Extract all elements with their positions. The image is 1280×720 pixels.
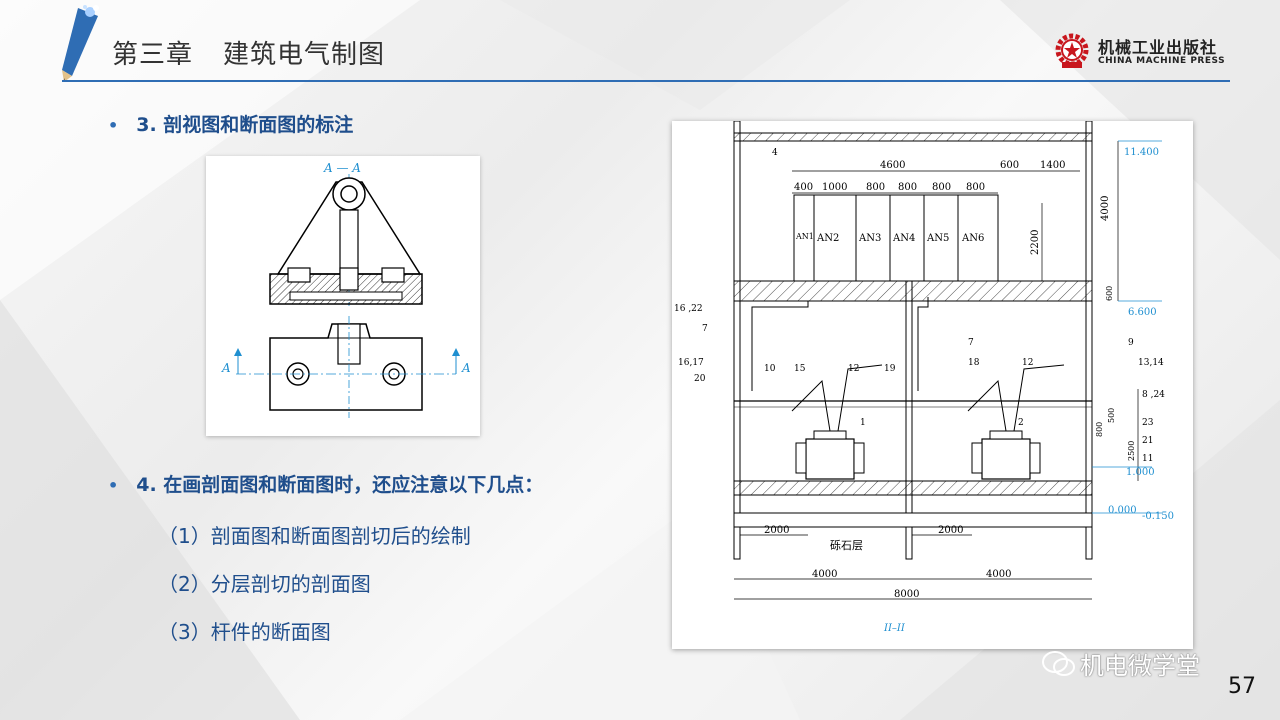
bullet-item: • 3. 剖视图和断面图的标注 — [108, 110, 353, 137]
bullet-dot: • — [108, 116, 119, 135]
dim-vertical: 800 — [1095, 422, 1104, 437]
elevation-label: 6.600 — [1128, 307, 1157, 318]
callout: 12 — [848, 364, 859, 374]
page-number: 57 — [1228, 674, 1256, 699]
bullet-text: 3. 剖视图和断面图的标注 — [136, 114, 354, 136]
publisher-logo: 机械工业出版社 CHINA MACHINE PRESS — [1052, 32, 1232, 72]
chapter-title: 建筑电气制图 — [223, 40, 386, 70]
panel-dims: 400 1000 800 800 800 800 — [794, 182, 985, 193]
callout: 11 — [1142, 454, 1153, 464]
elevation-label: 0.000 — [1108, 505, 1137, 516]
dim-label: 800 — [966, 182, 985, 193]
sub-item: （1）剖面图和断面图剖切后的绘制 — [158, 524, 471, 548]
callout: 10 — [764, 364, 776, 374]
bullet-dot: • — [108, 476, 119, 495]
callout: 8 ,24 — [1142, 390, 1165, 400]
dim-vertical: 2200 — [1030, 230, 1041, 255]
dim-label: 400 — [794, 182, 813, 193]
section-view-figure: A — A A A — [206, 156, 480, 436]
bullet-text: 4. 在画剖面图和断面图时，还应注意以下几点： — [136, 474, 544, 496]
pencil-icon — [62, 5, 99, 82]
callout: 13,14 — [1138, 358, 1164, 368]
callout: 7 — [968, 338, 974, 348]
watermark-text: 机电微学堂 — [1080, 652, 1200, 680]
callout: 7 — [702, 324, 708, 334]
dim-vertical: 2500 — [1127, 441, 1136, 461]
dim-label: 4000 — [812, 569, 837, 580]
dim-label: 4600 — [880, 160, 905, 171]
section-label: A — A — [323, 161, 361, 175]
callout: 2 — [1018, 418, 1024, 428]
callout: 16,17 — [678, 358, 704, 368]
dim-vertical: 600 — [1105, 286, 1114, 301]
publisher-name-en: CHINA MACHINE PRESS — [1098, 56, 1226, 66]
dim-vertical: 500 — [1107, 408, 1116, 423]
dim-label: 800 — [866, 182, 885, 193]
dim-label: 2000 — [764, 525, 789, 536]
callout: 23 — [1142, 418, 1154, 428]
panel-label: AN1 — [795, 232, 814, 241]
transformer-2 — [967, 364, 1065, 480]
callout: 20 — [694, 374, 706, 384]
elevation-label: -0.150 — [1142, 511, 1174, 522]
dim-label: 1400 — [1040, 160, 1065, 171]
callout: 19 — [884, 364, 896, 374]
gear-star-icon — [1055, 33, 1089, 68]
callout: 4 — [772, 148, 778, 158]
elevation-label: 1.000 — [1126, 467, 1155, 478]
elevation-marks: 11.400 6.600 1.000 0.000 -0.150 — [1092, 140, 1174, 522]
dim-label: 1000 — [822, 182, 847, 193]
callout: 18 — [968, 358, 980, 368]
callout: 15 — [794, 364, 806, 374]
electrical-section-figure: 4600 600 1400 400 1000 800 800 800 800 A… — [672, 120, 1193, 649]
publisher-name-cn: 机械工业出版社 — [1098, 38, 1218, 57]
dim-label: 8000 — [894, 589, 919, 600]
callout: 21 — [1142, 436, 1153, 446]
callouts-right: 7 18 12 9 13,14 8 ,24 23 21 11 2 — [968, 338, 1165, 464]
dim-label: 800 — [932, 182, 951, 193]
callouts-left: 4 16 ,22 7 16,17 20 10 15 12 19 1 — [674, 148, 896, 428]
cut-label-left: A — [221, 361, 231, 375]
elevation-label: 11.400 — [1124, 147, 1159, 158]
panel-label: AN3 — [858, 233, 881, 244]
panel-label: AN4 — [892, 233, 915, 244]
cut-label-right: A — [461, 361, 471, 375]
figure-caption: II–II — [883, 623, 906, 634]
bullet-item: • 4. 在画剖面图和断面图时，还应注意以下几点： — [108, 470, 543, 497]
callout: 9 — [1128, 338, 1134, 348]
page-title: 第三章建筑电气制图 — [112, 34, 385, 71]
header-divider — [62, 80, 1230, 82]
dim-label: 4000 — [986, 569, 1011, 580]
dim-vertical: 4000 — [1100, 196, 1111, 221]
callout: 12 — [1022, 358, 1033, 368]
callout: 1 — [860, 418, 866, 428]
dim-label: 800 — [898, 182, 917, 193]
panel-label: AN2 — [816, 233, 839, 244]
bottom-dims: 2000 2000 4000 4000 8000 — [764, 525, 1011, 600]
dim-label: 600 — [1000, 160, 1019, 171]
panel-label: AN6 — [961, 233, 984, 244]
sub-item: （2）分层剖切的剖面图 — [158, 572, 371, 596]
callout: 16 ,22 — [674, 304, 703, 314]
sub-item: （3）杆件的断面图 — [158, 620, 331, 644]
ground-label: 砾石层 — [830, 539, 863, 552]
switch-panels: AN1 AN2 AN3 AN4 AN5 AN6 — [793, 194, 999, 282]
wechat-icon — [1042, 651, 1075, 676]
section-view-drawing: A — A A A — [221, 161, 471, 418]
electrical-section-drawing: 4600 600 1400 400 1000 800 800 800 800 A… — [674, 120, 1174, 634]
transformer-1 — [791, 364, 883, 480]
panel-label: AN5 — [926, 233, 949, 244]
top-dims: 4600 600 1400 — [880, 160, 1065, 171]
chapter-label: 第三章 — [112, 40, 194, 70]
dim-label: 2000 — [938, 525, 963, 536]
